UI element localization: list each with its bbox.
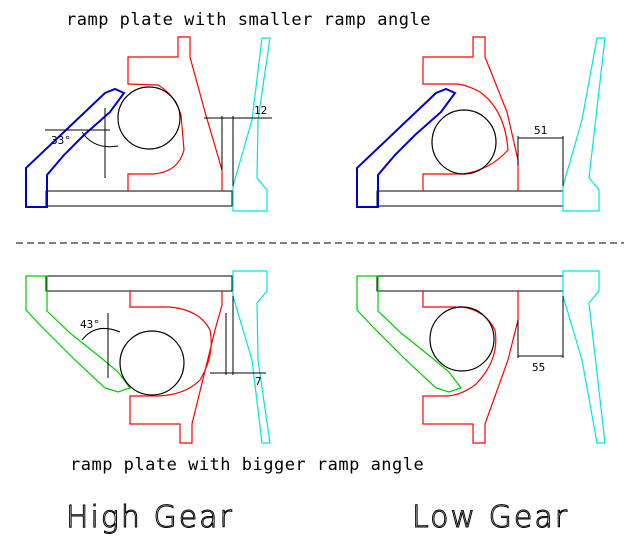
ramp-plate-small xyxy=(356,87,457,208)
bottom-left-assembly: 7 43° xyxy=(25,270,271,444)
base-plate xyxy=(376,190,564,207)
angle-label: 33° xyxy=(51,134,71,147)
housing xyxy=(422,36,519,191)
low-gear-label: Low Gear xyxy=(412,500,569,535)
high-gear-label: High Gear xyxy=(66,500,234,535)
housing xyxy=(422,291,519,444)
base-plate xyxy=(45,275,233,292)
title-smaller-ramp: ramp plate with smaller ramp angle xyxy=(66,10,431,30)
ball xyxy=(429,306,495,372)
ball xyxy=(431,109,497,175)
angle-label: 43° xyxy=(80,318,100,331)
housing xyxy=(129,291,223,444)
housing xyxy=(127,36,223,191)
cone xyxy=(232,37,271,212)
base-plate xyxy=(376,275,564,292)
cone xyxy=(562,37,606,212)
angle-arc xyxy=(81,131,119,148)
ball xyxy=(119,330,185,396)
top-left-assembly: 12 33° xyxy=(25,36,272,212)
ramp-plate-big xyxy=(356,275,462,393)
ramp-plate-small xyxy=(25,87,126,208)
cone xyxy=(562,270,606,444)
angle-arc xyxy=(81,327,121,341)
cone xyxy=(232,270,271,444)
gap-label: 12 xyxy=(254,104,267,117)
gap-label: 7 xyxy=(255,375,262,388)
title-bigger-ramp: ramp plate with bigger ramp angle xyxy=(70,455,424,475)
base-plate xyxy=(45,190,233,207)
gap-label: 55 xyxy=(532,361,545,374)
top-right-assembly: 51 xyxy=(356,36,606,212)
bottom-right-assembly: 55 xyxy=(356,270,606,444)
ball xyxy=(117,86,181,150)
gap-label: 51 xyxy=(534,124,547,137)
ramp-plate-big xyxy=(25,275,131,393)
